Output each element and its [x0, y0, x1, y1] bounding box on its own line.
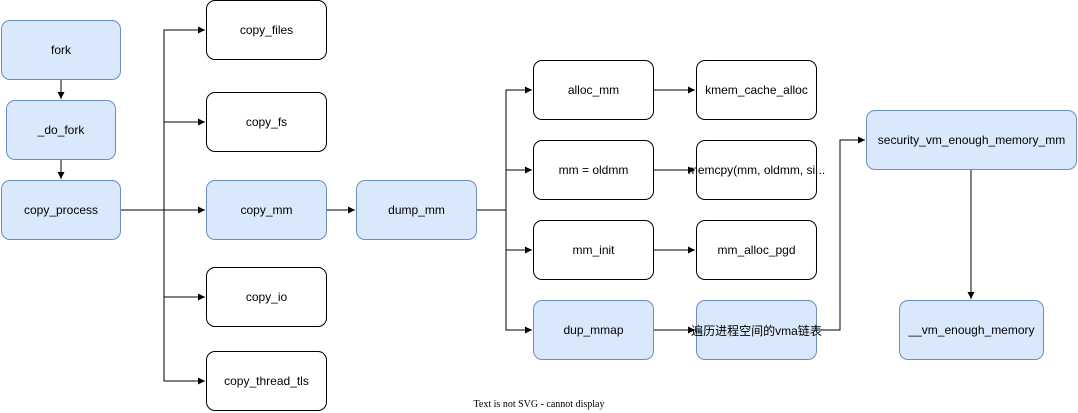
edge-dump-mm-to-alloc-mm: [477, 86, 532, 211]
node-alloc-mm-label: alloc_mm: [567, 83, 620, 97]
node-do-fork[interactable]: _do_fork: [6, 100, 116, 160]
node-copy-files-label: copy_files: [239, 23, 294, 37]
node-copy-fs-label: copy_fs: [245, 115, 288, 129]
edge-copy-process-to-copy-files: [121, 26, 205, 211]
node-copy-thread-tls-label: copy_thread_tls: [224, 374, 309, 388]
edge-copy-process-to-copy-io: [163, 210, 205, 301]
node-mm-init[interactable]: mm_init: [533, 220, 654, 280]
node-memcpy-label: memcpy(mm, oldmm, si...: [687, 163, 826, 177]
edge-vma-traverse-to-security-vm-enough-memory-mm: [817, 136, 865, 331]
node-vma-traverse[interactable]: 遍历进程空间的vma链表: [691, 300, 822, 360]
node-copy-mm[interactable]: copy_mm: [206, 180, 327, 240]
node-copy-io-label: copy_io: [245, 290, 288, 304]
node-mm-oldmm[interactable]: mm = oldmm: [533, 140, 654, 200]
edge-dump-mm-to-mm-init: [505, 210, 532, 254]
node-vma-traverse-label: 遍历进程空间的vma链表: [691, 323, 822, 338]
node-copy-files[interactable]: copy_files: [206, 0, 327, 60]
edge-dump-mm-to-dup-mmap: [505, 250, 532, 334]
node-fork[interactable]: fork: [1, 20, 121, 80]
node-fork-label: fork: [50, 43, 71, 57]
node-dup-mmap[interactable]: dup_mmap: [533, 300, 654, 360]
node-memcpy[interactable]: memcpy(mm, oldmm, si...: [688, 140, 825, 200]
node-mm-alloc-pgd-label: mm_alloc_pgd: [717, 243, 796, 257]
node-dup-mmap-label: dup_mmap: [563, 323, 624, 337]
node-mm-init-label: mm_init: [572, 243, 615, 257]
node-dump-mm-label: dump_mm: [388, 203, 445, 217]
node-mm-alloc-pgd[interactable]: mm_alloc_pgd: [696, 220, 817, 280]
node-copy-process[interactable]: copy_process: [1, 180, 121, 240]
node-copy-thread-tls[interactable]: copy_thread_tls: [206, 351, 327, 411]
node-copy-process-label: copy_process: [23, 203, 99, 217]
node-security-vm-enough-memory-mm[interactable]: security_vm_enough_memory_mm: [866, 110, 1077, 170]
node-vm-enough-memory[interactable]: __vm_enough_memory: [899, 300, 1044, 360]
node-kmem-cache-alloc[interactable]: kmem_cache_alloc: [696, 60, 817, 120]
node-security-vm-enough-memory-mm-label: security_vm_enough_memory_mm: [877, 133, 1066, 147]
node-alloc-mm[interactable]: alloc_mm: [533, 60, 654, 120]
node-vm-enough-memory-label: __vm_enough_memory: [908, 323, 1035, 337]
node-kmem-cache-alloc-label: kmem_cache_alloc: [705, 83, 808, 97]
node-copy-io[interactable]: copy_io: [206, 267, 327, 327]
edge-copy-process-to-copy-thread-tls: [163, 297, 205, 385]
node-mm-oldmm-label: mm = oldmm: [558, 163, 629, 177]
node-copy-mm-label: copy_mm: [240, 203, 293, 217]
svg-fallback-notice: Text is not SVG - cannot display: [473, 399, 605, 410]
node-do-fork-label: _do_fork: [37, 123, 85, 137]
node-dump-mm[interactable]: dump_mm: [356, 180, 477, 240]
node-copy-fs[interactable]: copy_fs: [206, 92, 327, 152]
